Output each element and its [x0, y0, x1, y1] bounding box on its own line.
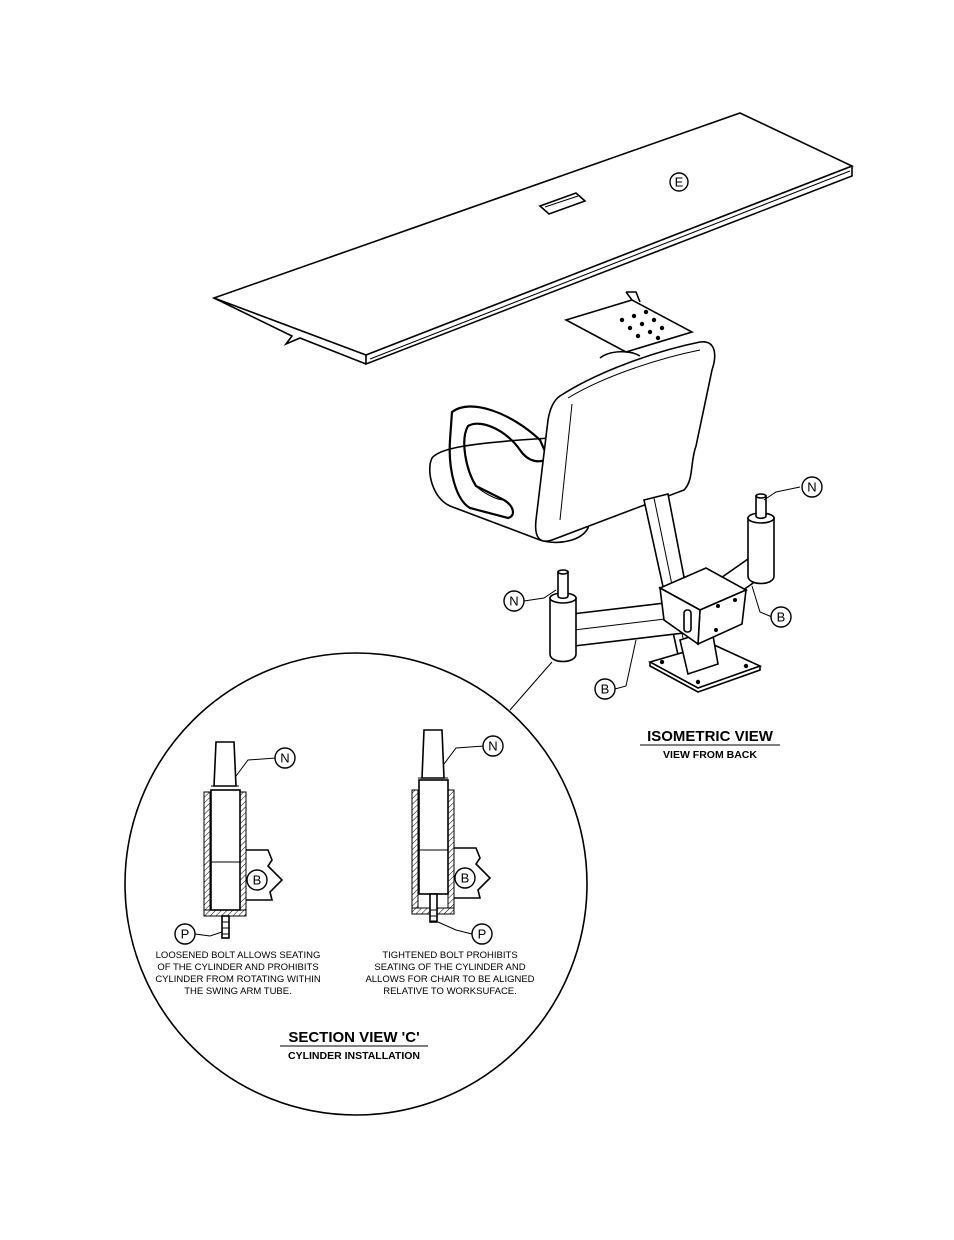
svg-text:RELATIVE TO WORKSUFACE.: RELATIVE TO WORKSUFACE. [383, 986, 517, 997]
mounting-plate [563, 291, 695, 353]
svg-text:N: N [807, 480, 816, 495]
section-leader [509, 661, 553, 711]
callout-b-left: B [594, 678, 616, 700]
svg-text:ALLOWS FOR CHAIR TO BE ALIGNED: ALLOWS FOR CHAIR TO BE ALIGNED [365, 974, 534, 985]
callout-p-left: P [174, 923, 196, 945]
plate-holes [619, 309, 665, 341]
svg-text:THE SWING ARM TUBE.: THE SWING ARM TUBE. [184, 986, 292, 997]
isometric-view-subtitle: VIEW FROM BACK [663, 749, 757, 761]
isometric-view-title-block: ISOMETRIC VIEW VIEW FROM BACK [640, 728, 780, 761]
callout-n-left: N [503, 590, 525, 612]
isometric-view-title: ISOMETRIC VIEW [647, 728, 774, 745]
svg-text:P: P [181, 927, 190, 942]
svg-text:B: B [777, 610, 786, 625]
callout-e: E [669, 172, 689, 192]
section-left [203, 741, 284, 939]
section-view-title-block: SECTION VIEW 'C' CYLINDER INSTALLATION [280, 1029, 428, 1062]
svg-text:TIGHTENED BOLT PROHIBITS: TIGHTENED BOLT PROHIBITS [382, 950, 517, 961]
leader-lines-isometric [523, 486, 801, 690]
svg-text:CYLINDER FROM ROTATING WITHIN: CYLINDER FROM ROTATING WITHIN [155, 974, 321, 985]
callout-n-section-left: N [274, 747, 296, 769]
floor-plate [647, 628, 763, 693]
svg-text:B: B [601, 682, 610, 697]
callout-b-section-right: B [454, 867, 476, 889]
svg-text:OF THE CYLINDER AND PROHIBITS: OF THE CYLINDER AND PROHIBITS [157, 962, 318, 973]
cylinder-tube-right [747, 493, 775, 585]
section-view-subtitle: CYLINDER INSTALLATION [288, 1050, 420, 1062]
grommet-slot [538, 192, 587, 215]
leader-lines-section [194, 745, 485, 937]
worksurface [211, 112, 855, 366]
svg-text:N: N [509, 594, 518, 609]
svg-text:SEATING OF THE CYLINDER AND: SEATING OF THE CYLINDER AND [374, 962, 525, 973]
svg-text:LOOSENED BOLT ALLOWS SEATING: LOOSENED BOLT ALLOWS SEATING [156, 950, 321, 961]
svg-text:B: B [461, 871, 470, 886]
svg-text:N: N [280, 751, 289, 766]
callout-n-section-right: N [482, 735, 504, 757]
svg-text:E: E [675, 175, 684, 190]
section-view-circle [124, 652, 588, 1116]
callout-b-right: B [770, 606, 792, 628]
svg-text:B: B [253, 873, 262, 888]
svg-text:P: P [478, 927, 487, 942]
cylinder-tube-left [549, 569, 577, 663]
section-note-left: LOOSENED BOLT ALLOWS SEATING OF THE CYLI… [155, 950, 321, 997]
callout-n-right: N [801, 476, 823, 498]
section-right [411, 729, 492, 923]
callout-b-section-left: B [246, 869, 268, 891]
chair [428, 341, 716, 665]
svg-text:N: N [488, 739, 497, 754]
callout-p-right: P [471, 923, 493, 945]
hub-block [658, 567, 748, 646]
section-note-right: TIGHTENED BOLT PROHIBITS SEATING OF THE … [365, 950, 534, 997]
section-view-title: SECTION VIEW 'C' [288, 1029, 419, 1046]
